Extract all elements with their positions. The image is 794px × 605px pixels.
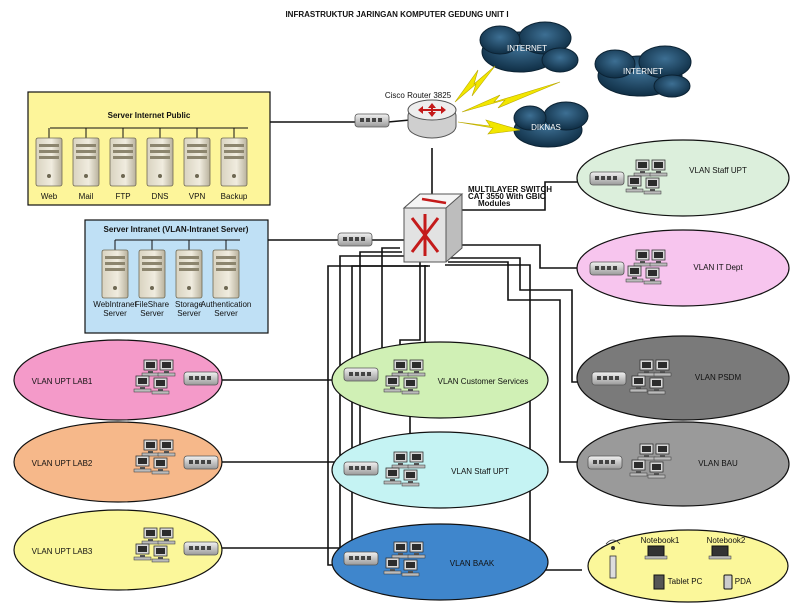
svg-text:MULTILAYER SWITCH: MULTILAYER SWITCH — [468, 185, 552, 194]
vlan-label: VLAN IT Dept — [693, 263, 743, 272]
server-icon: Web — [35, 128, 63, 201]
multilayer-switch-icon — [402, 193, 464, 263]
box-title: Server Internet Public — [108, 111, 191, 120]
cloud-label: INTERNET — [507, 44, 547, 53]
cloud-label: INTERNET — [623, 67, 663, 76]
server-intranet-box: Server Intranet (VLAN-Intranet Server) W… — [84, 219, 269, 334]
server-label: DNS — [152, 192, 169, 201]
vlan-bau: VLAN BAU — [576, 421, 790, 507]
intranet-switch-icon — [337, 232, 373, 247]
server-label: Authentication — [201, 300, 252, 309]
notebook-icon — [708, 545, 732, 560]
cloud-internet-2: INTERNET — [594, 45, 692, 98]
server-label: Mail — [79, 192, 94, 201]
server-icon: DNS — [146, 128, 174, 201]
vlan-staff-upt-mid: VLAN Staff UPT — [331, 431, 549, 509]
server-label: Backup — [221, 192, 248, 201]
vlan-upt-lab1: VLAN UPT LAB1 — [13, 339, 223, 421]
vlan-psdm: VLAN PSDM — [576, 335, 790, 421]
box-title: Server Intranet (VLAN-Intranet Server) — [104, 225, 249, 234]
public-server-switch-icon — [354, 113, 390, 128]
router-icon — [407, 99, 457, 139]
access-point-icon — [605, 539, 621, 579]
server-label: Server — [177, 309, 201, 318]
vlan-staff-upt-right: VLAN Staff UPT — [576, 139, 790, 217]
vlan-label: VLAN UPT LAB2 — [32, 459, 93, 468]
cloud-internet-1: INTERNET — [479, 21, 579, 73]
server-label: Web — [41, 192, 58, 201]
switch-label: MULTILAYER SWITCH CAT 3550 With GBIC Mod… — [468, 185, 552, 208]
vlan-it-dept: VLAN IT Dept — [576, 229, 790, 307]
vlan-label: VLAN BAAK — [450, 559, 495, 568]
vlan-label: VLAN UPT LAB3 — [32, 547, 93, 556]
device-label: PDA — [735, 577, 752, 586]
server-label: Storage — [175, 300, 204, 309]
vlan-label: VLAN Staff UPT — [689, 166, 747, 175]
vlan-wireless: Notebook1 Notebook2 Tablet PC PDA — [587, 529, 789, 603]
lightning-links — [454, 65, 561, 135]
vlan-label: VLAN UPT LAB1 — [32, 377, 93, 386]
vlan-baak: VLAN BAAK — [331, 523, 549, 601]
device-label: Notebook2 — [707, 536, 746, 545]
vlan-label: VLAN Customer Services — [438, 377, 529, 386]
cloud-label: DIKNAS — [531, 123, 561, 132]
tablet-icon — [653, 574, 665, 590]
server-icon: Backup — [220, 128, 248, 201]
svg-text:Modules: Modules — [478, 199, 511, 208]
device-label: Notebook1 — [641, 536, 680, 545]
vlan-label: VLAN BAU — [698, 459, 738, 468]
server-label: Server — [103, 309, 127, 318]
server-label: FTP — [115, 192, 130, 201]
vlan-label: VLAN Staff UPT — [451, 467, 509, 476]
router-label: Cisco Router 3825 — [385, 91, 452, 100]
pda-icon — [723, 574, 733, 590]
device-label: Tablet PC — [668, 577, 703, 586]
vlan-upt-lab3: VLAN UPT LAB3 — [13, 509, 223, 591]
server-label: FileShare — [135, 300, 170, 309]
server-label: Server — [214, 309, 238, 318]
cloud-diknas: DIKNAS — [513, 101, 589, 148]
notebook-icon — [644, 545, 668, 560]
server-icon: VPN — [183, 128, 211, 201]
vlan-label: VLAN PSDM — [695, 373, 742, 382]
server-label: VPN — [189, 192, 206, 201]
server-internet-public-box: Server Internet Public Web Mail FTP DNS VPN B… — [27, 91, 271, 206]
server-label: Server — [140, 309, 164, 318]
vlan-customer-services: VLAN Customer Services — [331, 341, 549, 419]
vlan-upt-lab2: VLAN UPT LAB2 — [13, 421, 223, 503]
server-icon: FTP — [109, 128, 137, 201]
diagram-title: INFRASTRUKTUR JARINGAN KOMPUTER GEDUNG U… — [285, 10, 508, 19]
server-label: WebIntranet — [93, 300, 137, 309]
server-icon: Mail — [72, 128, 100, 201]
svg-text:CAT 3550 With GBIC: CAT 3550 With GBIC — [468, 192, 546, 201]
